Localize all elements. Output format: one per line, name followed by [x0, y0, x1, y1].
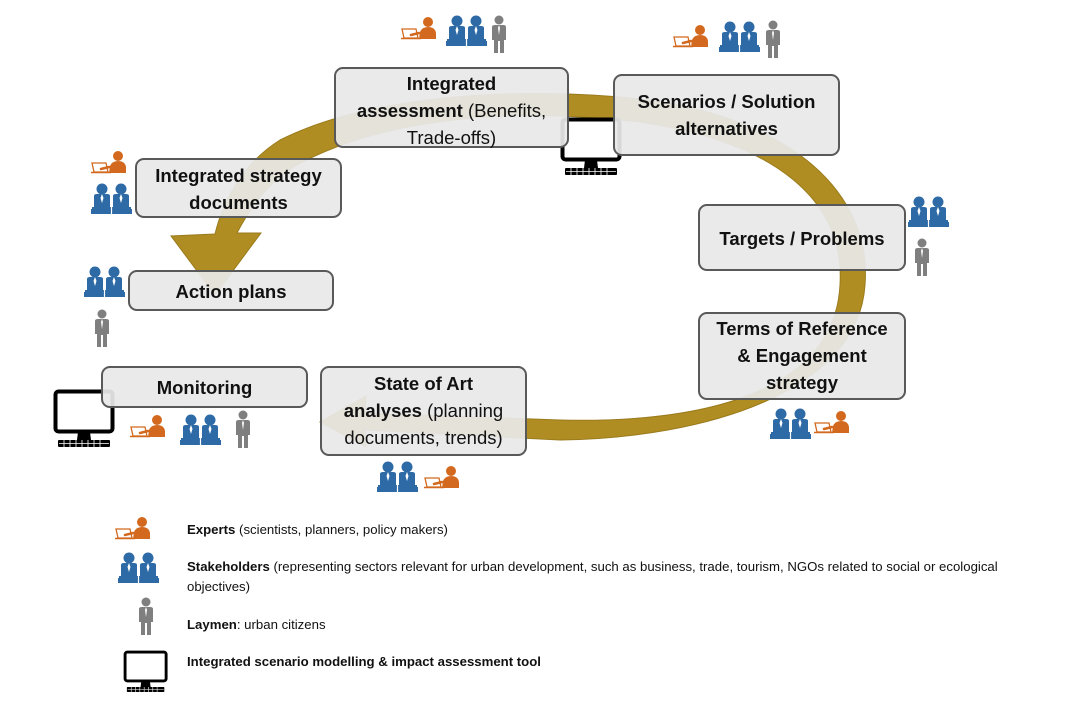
node-label: Trade-offs): [406, 127, 497, 148]
node-label: (Benefits,: [462, 100, 547, 121]
node-label: Action plans: [175, 281, 287, 302]
laymen-icon: [236, 410, 250, 448]
expert-icon: [812, 409, 851, 435]
node-action-plans: Action plans: [128, 270, 334, 311]
node-monitoring: Monitoring: [101, 366, 308, 408]
node-label: analyses: [343, 400, 422, 421]
computer-icon: [560, 117, 622, 177]
node-label: assessment: [356, 100, 463, 121]
expert-icon: [422, 464, 461, 490]
legend-laymen: Laymen: urban citizens: [187, 615, 326, 635]
laymen-icon: [915, 238, 929, 276]
stakeholder-icon: [908, 197, 949, 228]
legend-bold: Experts: [187, 522, 236, 537]
stakeholder-icon: [446, 16, 487, 47]
legend-desc: (representing sectors relevant for urban…: [269, 559, 998, 574]
node-state-of-art: State of Art analyses (planning document…: [320, 366, 527, 456]
node-label: & Engagement: [737, 345, 867, 366]
legend-tool: Integrated scenario modelling & impact a…: [187, 652, 541, 672]
computer-icon: [123, 650, 168, 694]
node-targets-problems: Targets / Problems: [698, 204, 906, 271]
node-label: documents, trends): [344, 427, 503, 448]
node-label: Terms of Reference: [716, 318, 888, 339]
legend-bold: Stakeholders: [187, 559, 270, 574]
legend-bold: Laymen: [187, 617, 237, 632]
node-label: Scenarios / Solution: [637, 91, 816, 112]
laymen-icon: [139, 597, 153, 635]
legend-desc: (scientists, planners, policy makers): [235, 522, 448, 537]
node-integrated-assessment: Integrated assessment (Benefits, Trade-o…: [334, 67, 569, 148]
expert-icon: [128, 413, 167, 439]
stakeholder-icon: [377, 462, 418, 493]
stakeholder-icon: [84, 267, 125, 298]
node-label: alternatives: [675, 118, 778, 139]
node-terms-of-reference: Terms of Reference & Engagement strategy: [698, 312, 906, 400]
stakeholder-icon: [719, 22, 760, 53]
node-label: Integrated: [406, 73, 497, 94]
laymen-icon: [766, 20, 780, 58]
node-label: Integrated strategy: [155, 165, 322, 186]
node-scenarios: Scenarios / Solution alternatives: [613, 74, 840, 156]
laymen-icon: [95, 309, 109, 347]
stakeholder-icon: [770, 409, 811, 440]
legend-desc: : urban citizens: [236, 617, 326, 632]
expert-icon: [399, 15, 438, 41]
node-label: State of Art: [373, 373, 473, 394]
stakeholder-icon: [91, 184, 132, 215]
legend-desc: objectives): [187, 579, 251, 594]
node-label: strategy: [766, 372, 838, 393]
expert-icon: [671, 23, 710, 49]
node-label: Monitoring: [156, 377, 253, 398]
stakeholder-icon: [118, 553, 159, 584]
stakeholder-icon: [180, 415, 221, 446]
node-label: documents: [189, 192, 288, 213]
expert-icon: [89, 149, 128, 175]
node-label: Targets / Problems: [719, 228, 885, 249]
legend-bold: Integrated scenario modelling & impact a…: [187, 654, 541, 669]
legend-stakeholders: Stakeholders (representing sectors relev…: [187, 557, 1067, 597]
expert-icon: [113, 515, 152, 541]
legend-experts: Experts (scientists, planners, policy ma…: [187, 520, 448, 540]
laymen-icon: [492, 15, 506, 53]
node-strategy-documents: Integrated strategy documents: [135, 158, 342, 218]
node-label: (planning: [421, 400, 504, 421]
